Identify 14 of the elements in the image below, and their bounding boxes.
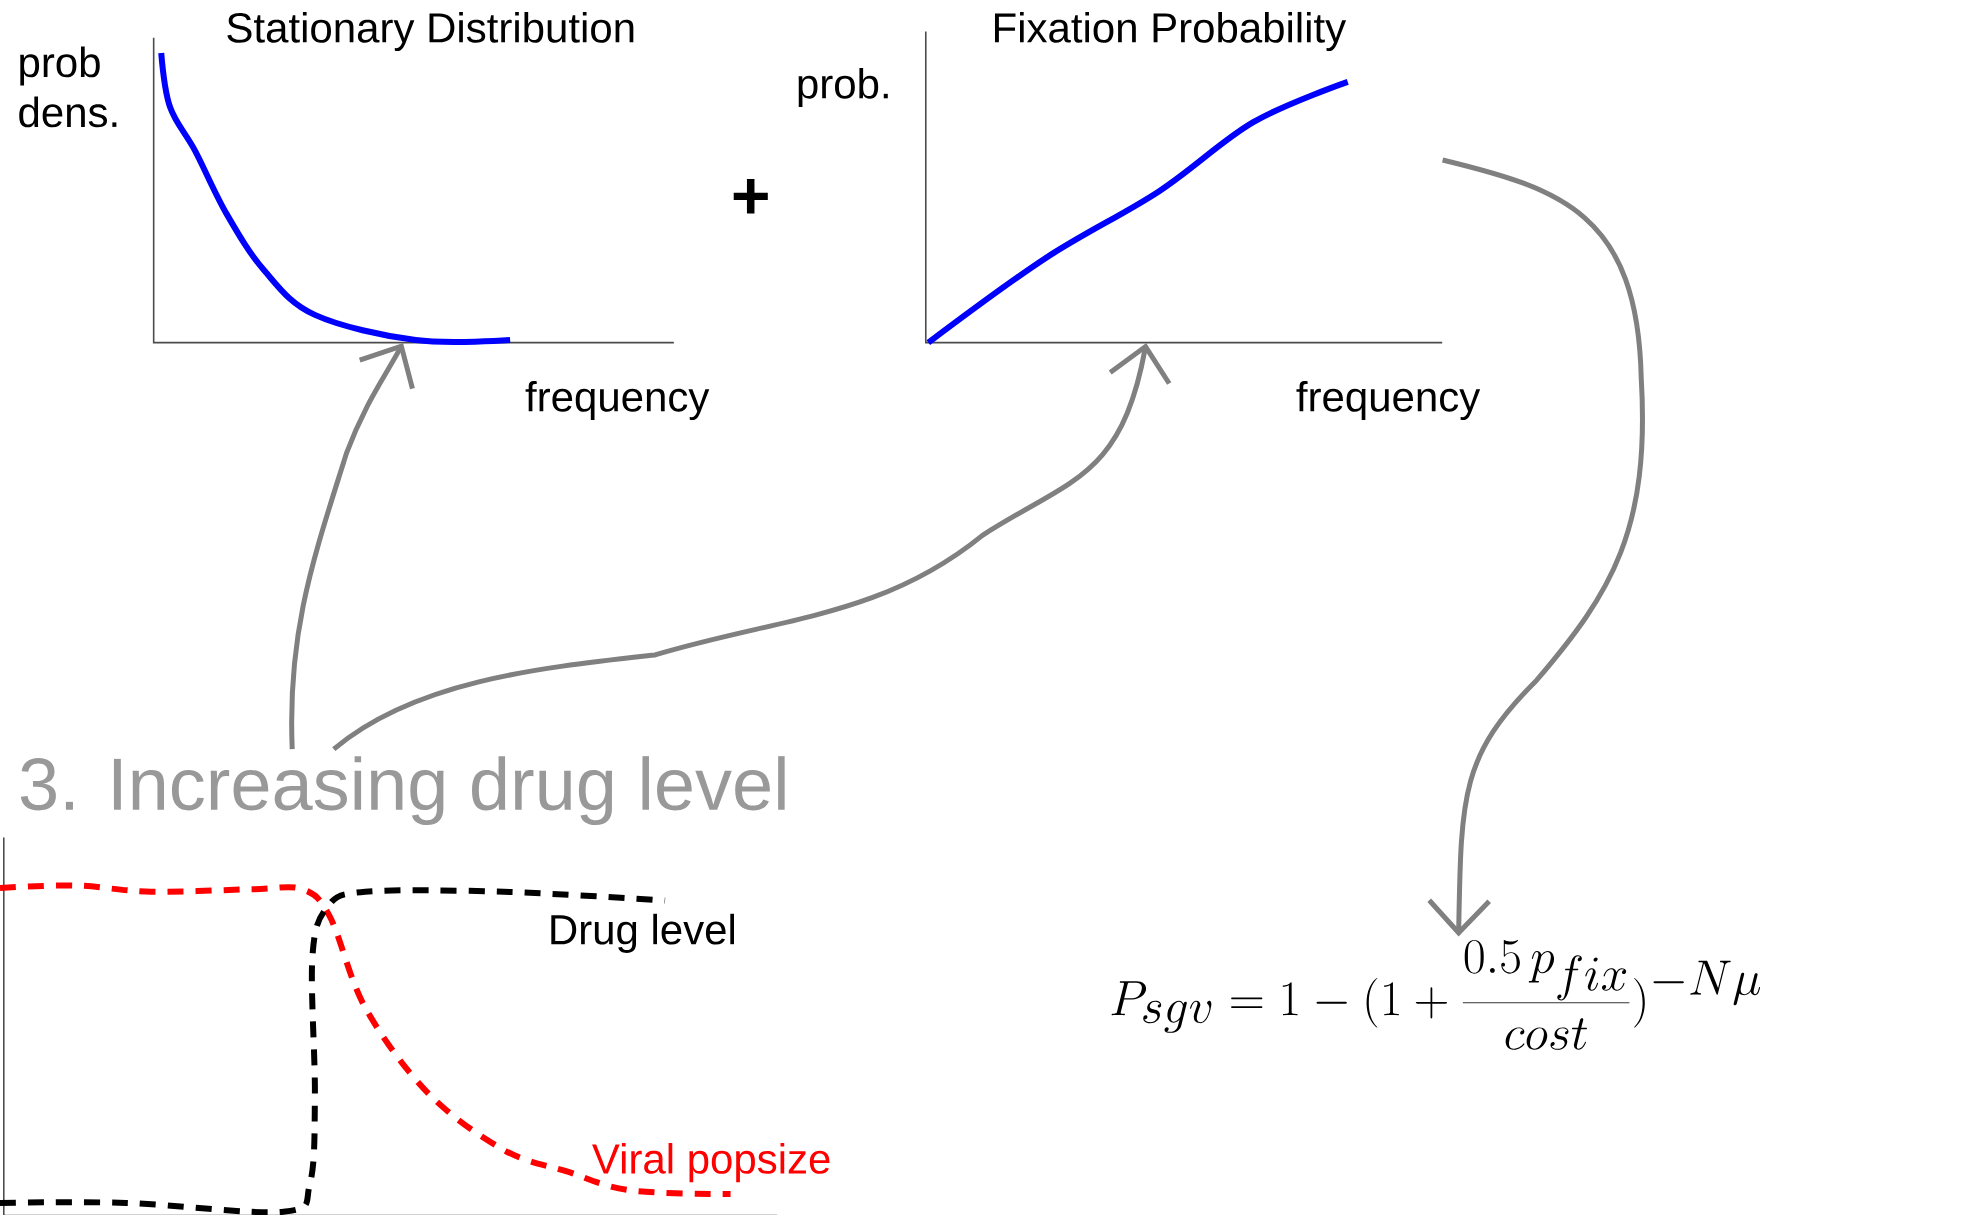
arrow	[1427, 157, 1645, 937]
arrow	[332, 342, 1172, 751]
chart-title: Fixation Probability	[995, 11, 1347, 51]
axis-label: frequency	[1296, 380, 1481, 420]
axis-label: frequency	[525, 380, 710, 420]
plus-sign: +	[733, 178, 768, 214]
axis-label: prob dens.	[19, 46, 117, 128]
formula: $P_{sgv} = 1-(1+\frac{0.5\,p_{fix}}{cost})^{-N\mu}$	[1111, 939, 1761, 1050]
axis-label: prob.	[798, 67, 888, 107]
chart-title: Stationary Distribution	[227, 11, 634, 51]
curve-label: Viral popsize	[592, 1142, 830, 1182]
curve-label: Drug level	[551, 913, 734, 953]
chart-title: 3. Increasing drug level	[20, 755, 785, 825]
arrow	[289, 342, 415, 749]
